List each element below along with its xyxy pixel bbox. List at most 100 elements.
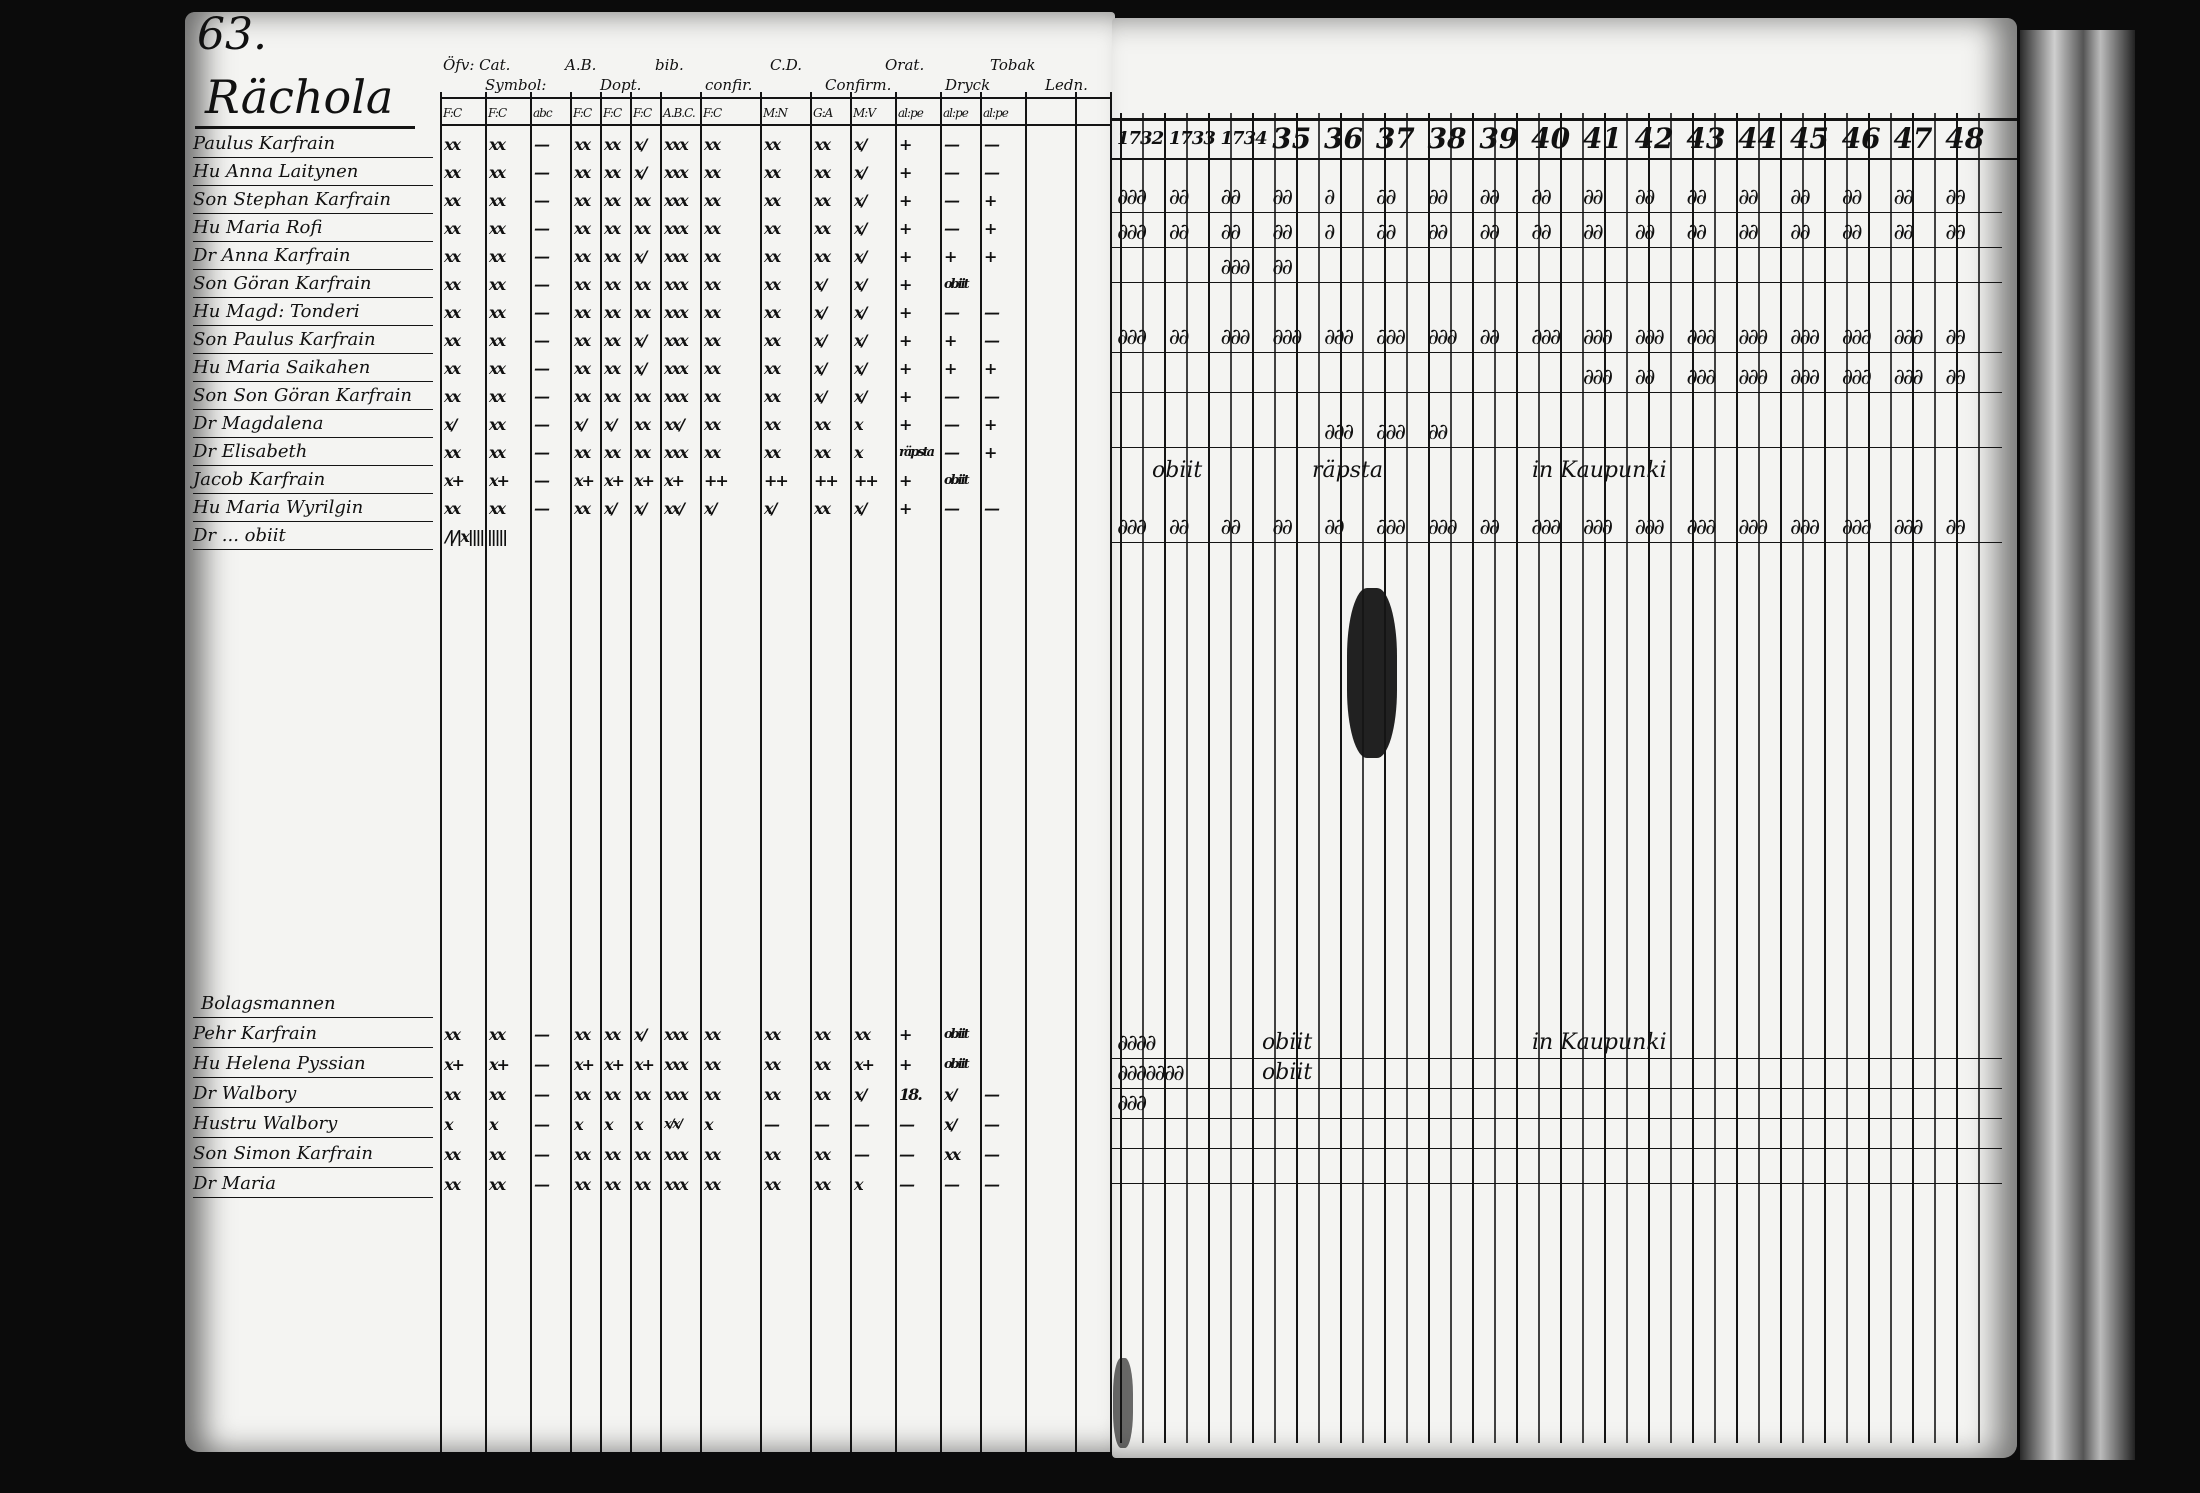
register-mark: xx/	[664, 499, 685, 518]
register-mark: x	[704, 1115, 713, 1134]
column-rule	[1604, 113, 1606, 1443]
column-rule	[1230, 113, 1232, 1443]
column-subheader: M:N	[763, 106, 788, 120]
register-mark: xxx	[664, 1175, 689, 1194]
communion-mark: ∂∂∂	[1117, 185, 1147, 210]
register-mark: xx	[604, 1145, 621, 1164]
register-mark: +	[984, 191, 997, 210]
register-mark: x+	[854, 1055, 875, 1074]
column-header: Ledn.	[1045, 76, 1088, 94]
ink-blot	[1347, 588, 1397, 758]
register-mark: —	[944, 1175, 960, 1194]
register-mark: x/	[634, 247, 647, 266]
column-rule	[1626, 113, 1628, 1443]
column-rule	[1538, 113, 1540, 1443]
column-header: Tobak	[990, 56, 1036, 74]
communion-mark: ∂∂	[1272, 515, 1293, 540]
column-header: Dryck	[945, 76, 991, 94]
communion-mark: ∂∂	[1375, 185, 1397, 210]
communion-mark: ∂∂∂	[1427, 325, 1458, 350]
column-rule	[1692, 113, 1694, 1443]
column-rule	[1560, 113, 1562, 1443]
register-mark: xx	[634, 415, 651, 434]
register-mark: x+	[574, 1055, 595, 1074]
communion-mark: ∂∂∂	[1686, 365, 1716, 390]
column-header: bib.	[655, 56, 684, 74]
year-row: ∂∂∂∂∂∂∂∂∂∂∂∂∂∂∂∂∂∂∂∂∂∂∂∂∂∂∂∂∂∂∂∂∂∂	[1112, 218, 2017, 248]
register-mark: xx	[634, 191, 651, 210]
register-mark: xx	[574, 191, 591, 210]
year-header: 41	[1582, 122, 1622, 155]
row-rule	[1112, 282, 2002, 283]
communion-mark: ∂∂	[1324, 515, 1345, 540]
register-mark: xx	[444, 1085, 461, 1104]
column-rule	[1758, 113, 1760, 1443]
register-mark: xx	[489, 387, 506, 406]
year-header: 36	[1324, 122, 1364, 155]
year-header: 45	[1789, 122, 1829, 155]
register-mark: —	[944, 191, 960, 210]
communion-mark: ∂∂∂	[1324, 420, 1354, 445]
communion-mark: ∂∂	[1893, 185, 1914, 210]
register-mark: xx	[704, 135, 721, 154]
register-mark: x/	[814, 303, 827, 322]
register-mark: xx	[574, 163, 591, 182]
year-header: 48	[1945, 122, 1985, 155]
register-mark: xx	[444, 443, 461, 462]
year-row: ∂∂∂∂∂	[1112, 253, 2017, 283]
person-name: Son Son Göran Karfrain	[193, 385, 412, 406]
register-mark: xx	[764, 443, 781, 462]
register-mark: obiit	[944, 277, 970, 292]
row-rule	[1112, 212, 2002, 213]
row-rule	[1112, 1183, 2002, 1184]
register-mark: x/	[944, 1085, 957, 1104]
register-mark: +	[899, 191, 912, 210]
column-rule	[1824, 113, 1826, 1443]
communion-mark: ∂∂∂	[1738, 515, 1768, 540]
communion-mark: ∂∂	[1479, 325, 1500, 350]
register-mark: xx	[489, 331, 506, 350]
register-mark: —	[534, 331, 550, 350]
column-rule	[600, 92, 602, 1452]
column-rule	[1648, 113, 1650, 1443]
register-mark: x/	[854, 499, 867, 518]
column-rule	[980, 92, 982, 1452]
register-mark: —	[534, 1055, 550, 1074]
register-mark: —	[984, 303, 1000, 322]
register-mark: obiit	[944, 1057, 970, 1072]
column-rule	[1472, 113, 1474, 1443]
register-mark: xx	[704, 191, 721, 210]
name-underline	[193, 1167, 433, 1168]
communion-mark: ∂∂∂	[1789, 365, 1820, 390]
register-mark: xx	[704, 443, 721, 462]
row-rule	[1112, 247, 2002, 248]
register-mark: xx	[444, 191, 461, 210]
register-mark: —	[534, 359, 550, 378]
column-header: Symbol:	[485, 76, 547, 94]
register-mark: +	[899, 387, 912, 406]
register-mark: xx	[444, 1025, 461, 1044]
name-underline	[193, 465, 433, 466]
register-mark: +	[899, 135, 912, 154]
communion-mark: ∂∂	[1531, 185, 1552, 210]
register-mark: +	[984, 219, 997, 238]
register-mark: —	[534, 1025, 550, 1044]
register-mark: xx	[489, 415, 506, 434]
name-underline	[193, 521, 433, 522]
communion-mark: ∂∂∂	[1789, 515, 1820, 540]
column-rule	[1912, 113, 1914, 1443]
column-rule	[1670, 113, 1672, 1443]
ink-blot	[1113, 1358, 1133, 1448]
communion-mark: ∂∂	[1272, 185, 1293, 210]
register-mark: x/	[634, 499, 647, 518]
year-header: 44	[1738, 122, 1778, 155]
register-mark: xx	[574, 499, 591, 518]
register-mark: xx	[489, 191, 506, 210]
register-mark: —	[984, 1145, 1000, 1164]
register-mark: —	[534, 163, 550, 182]
register-mark: xx	[634, 1145, 651, 1164]
communion-mark: ∂∂∂	[1582, 325, 1613, 350]
register-mark: xx	[489, 1175, 506, 1194]
